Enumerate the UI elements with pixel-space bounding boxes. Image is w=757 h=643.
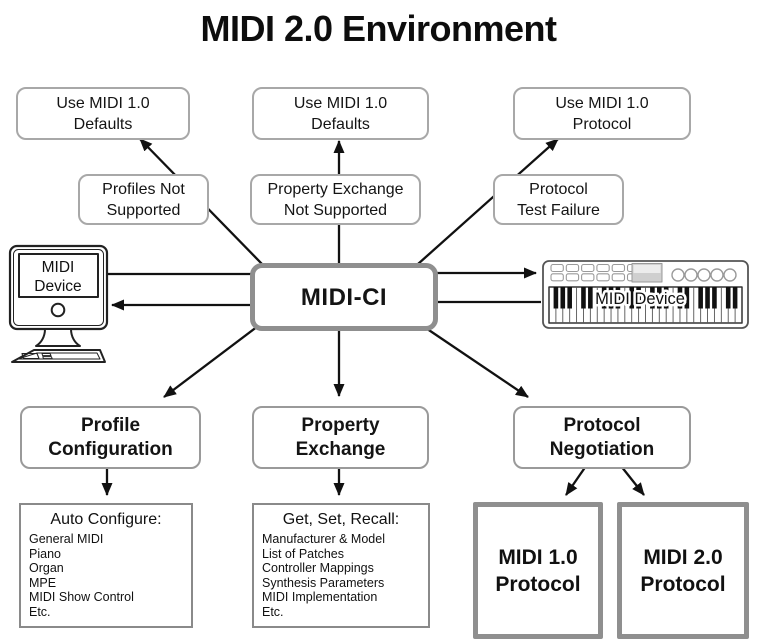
node-midi-ci: MIDI-CI (250, 263, 438, 331)
get-set-recall-box: Get, Set, Recall: Manufacturer & Model L… (252, 503, 430, 628)
page-title: MIDI 2.0 Environment (200, 8, 557, 49)
keyboard-piano-keys (553, 287, 738, 323)
get-set-recall-item: Synthesis Parameters (262, 575, 385, 590)
computer-keyboard-touchpad (21, 352, 40, 360)
keyboard-device: MIDI Device (542, 260, 749, 329)
keyboard-device-label: MIDI Device (595, 290, 685, 308)
computer-monitor-inner-frame (13, 249, 104, 326)
node-property-exchange-not-supported: Property Exchange Not Supported (250, 174, 421, 225)
auto-configure-item: Organ (29, 561, 64, 576)
arrow-negotiation-to-midi1 (565, 465, 587, 496)
auto-configure-item: MIDI Show Control (29, 590, 134, 605)
node-profiles-not-supported: Profiles Not Supported (78, 174, 209, 225)
arrow-negotiation-to-midi2 (620, 465, 645, 496)
keyboard-knobs (671, 268, 737, 282)
auto-configure-item: MPE (29, 575, 57, 590)
get-set-recall-item: Manufacturer & Model (262, 532, 385, 546)
auto-configure-item: Etc. (29, 604, 51, 619)
node-protocol-negotiation: Protocol Negotiation (513, 406, 691, 469)
get-set-recall-title: Get, Set, Recall: (282, 511, 400, 528)
computer-keyboard-inner (17, 352, 101, 360)
computer-chin-button (50, 302, 66, 318)
node-use-midi-10-defaults-center: Use MIDI 1.0 Defaults (252, 87, 429, 140)
auto-configure-item: Piano (29, 546, 61, 561)
get-set-recall-item: MIDI Implementation (262, 590, 378, 605)
node-use-midi-10-protocol: Use MIDI 1.0 Protocol (513, 87, 691, 140)
auto-configure-item: General MIDI (29, 532, 104, 546)
computer-stand (35, 328, 81, 347)
arrow-ci-to-profile-configuration (163, 319, 267, 398)
keyboard-display-glare (633, 265, 661, 273)
computer-keyboard-key-block-1 (41, 353, 52, 357)
node-protocol-test-failure: Protocol Test Failure (493, 174, 624, 225)
computer-device: MIDI Device (8, 244, 109, 363)
computer-device-label-line2: Device (34, 278, 81, 295)
arrow-ci-to-protocol-right (417, 138, 559, 265)
get-set-recall-item: Etc. (262, 604, 284, 619)
get-set-recall-item: List of Patches (262, 546, 344, 561)
auto-configure-box: Auto Configure: General MIDI Piano Organ… (19, 503, 193, 628)
arrow-ci-to-protocol-negotiation (413, 319, 529, 398)
computer-keyboard-key-block-2 (42, 356, 53, 360)
node-profile-configuration: Profile Configuration (20, 406, 201, 469)
computer-device-label-line1: MIDI (42, 259, 75, 276)
computer-screen (18, 253, 99, 298)
node-midi-10-protocol: MIDI 1.0 Protocol (473, 502, 603, 639)
node-use-midi-10-defaults-left: Use MIDI 1.0 Defaults (16, 87, 190, 140)
node-midi-20-protocol: MIDI 2.0 Protocol (617, 502, 749, 639)
auto-configure-title: Auto Configure: (50, 511, 162, 528)
node-property-exchange: Property Exchange (252, 406, 429, 469)
get-set-recall-item: Controller Mappings (262, 561, 374, 576)
